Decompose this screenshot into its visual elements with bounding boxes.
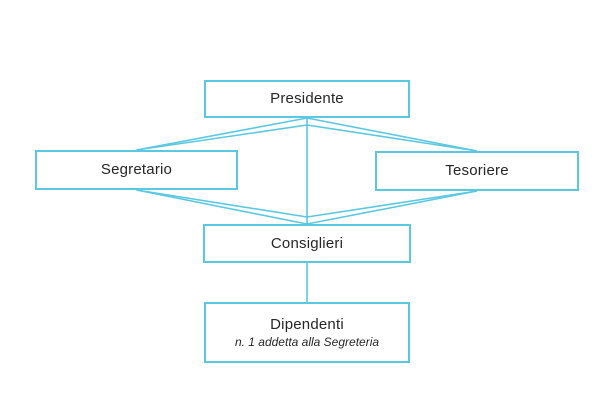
- node-tesoriere-label: Tesoriere: [445, 162, 509, 180]
- node-dipendenti-label: Dipendenti: [270, 315, 344, 333]
- connector-presidente-tesoriere: [306, 117, 478, 152]
- node-dipendenti: Dipendenti n. 1 addetta alla Segreteria: [204, 302, 410, 363]
- node-segretario-label: Segretario: [100, 161, 173, 179]
- node-consiglieri-label: Consiglieri: [270, 234, 344, 252]
- node-dipendenti-sublabel: n. 1 addetta alla Segreteria: [234, 335, 380, 350]
- connector-tesoriere-consiglieri: [306, 190, 478, 225]
- node-presidente: Presidente: [204, 80, 410, 118]
- node-tesoriere: Tesoriere: [375, 151, 579, 191]
- node-presidente-label: Presidente: [270, 90, 344, 108]
- connector-segretario-consiglieri: [136, 189, 308, 225]
- node-segretario: Segretario: [35, 150, 238, 190]
- connector-presidente-segretario: [136, 117, 308, 151]
- node-consiglieri: Consiglieri: [203, 224, 411, 263]
